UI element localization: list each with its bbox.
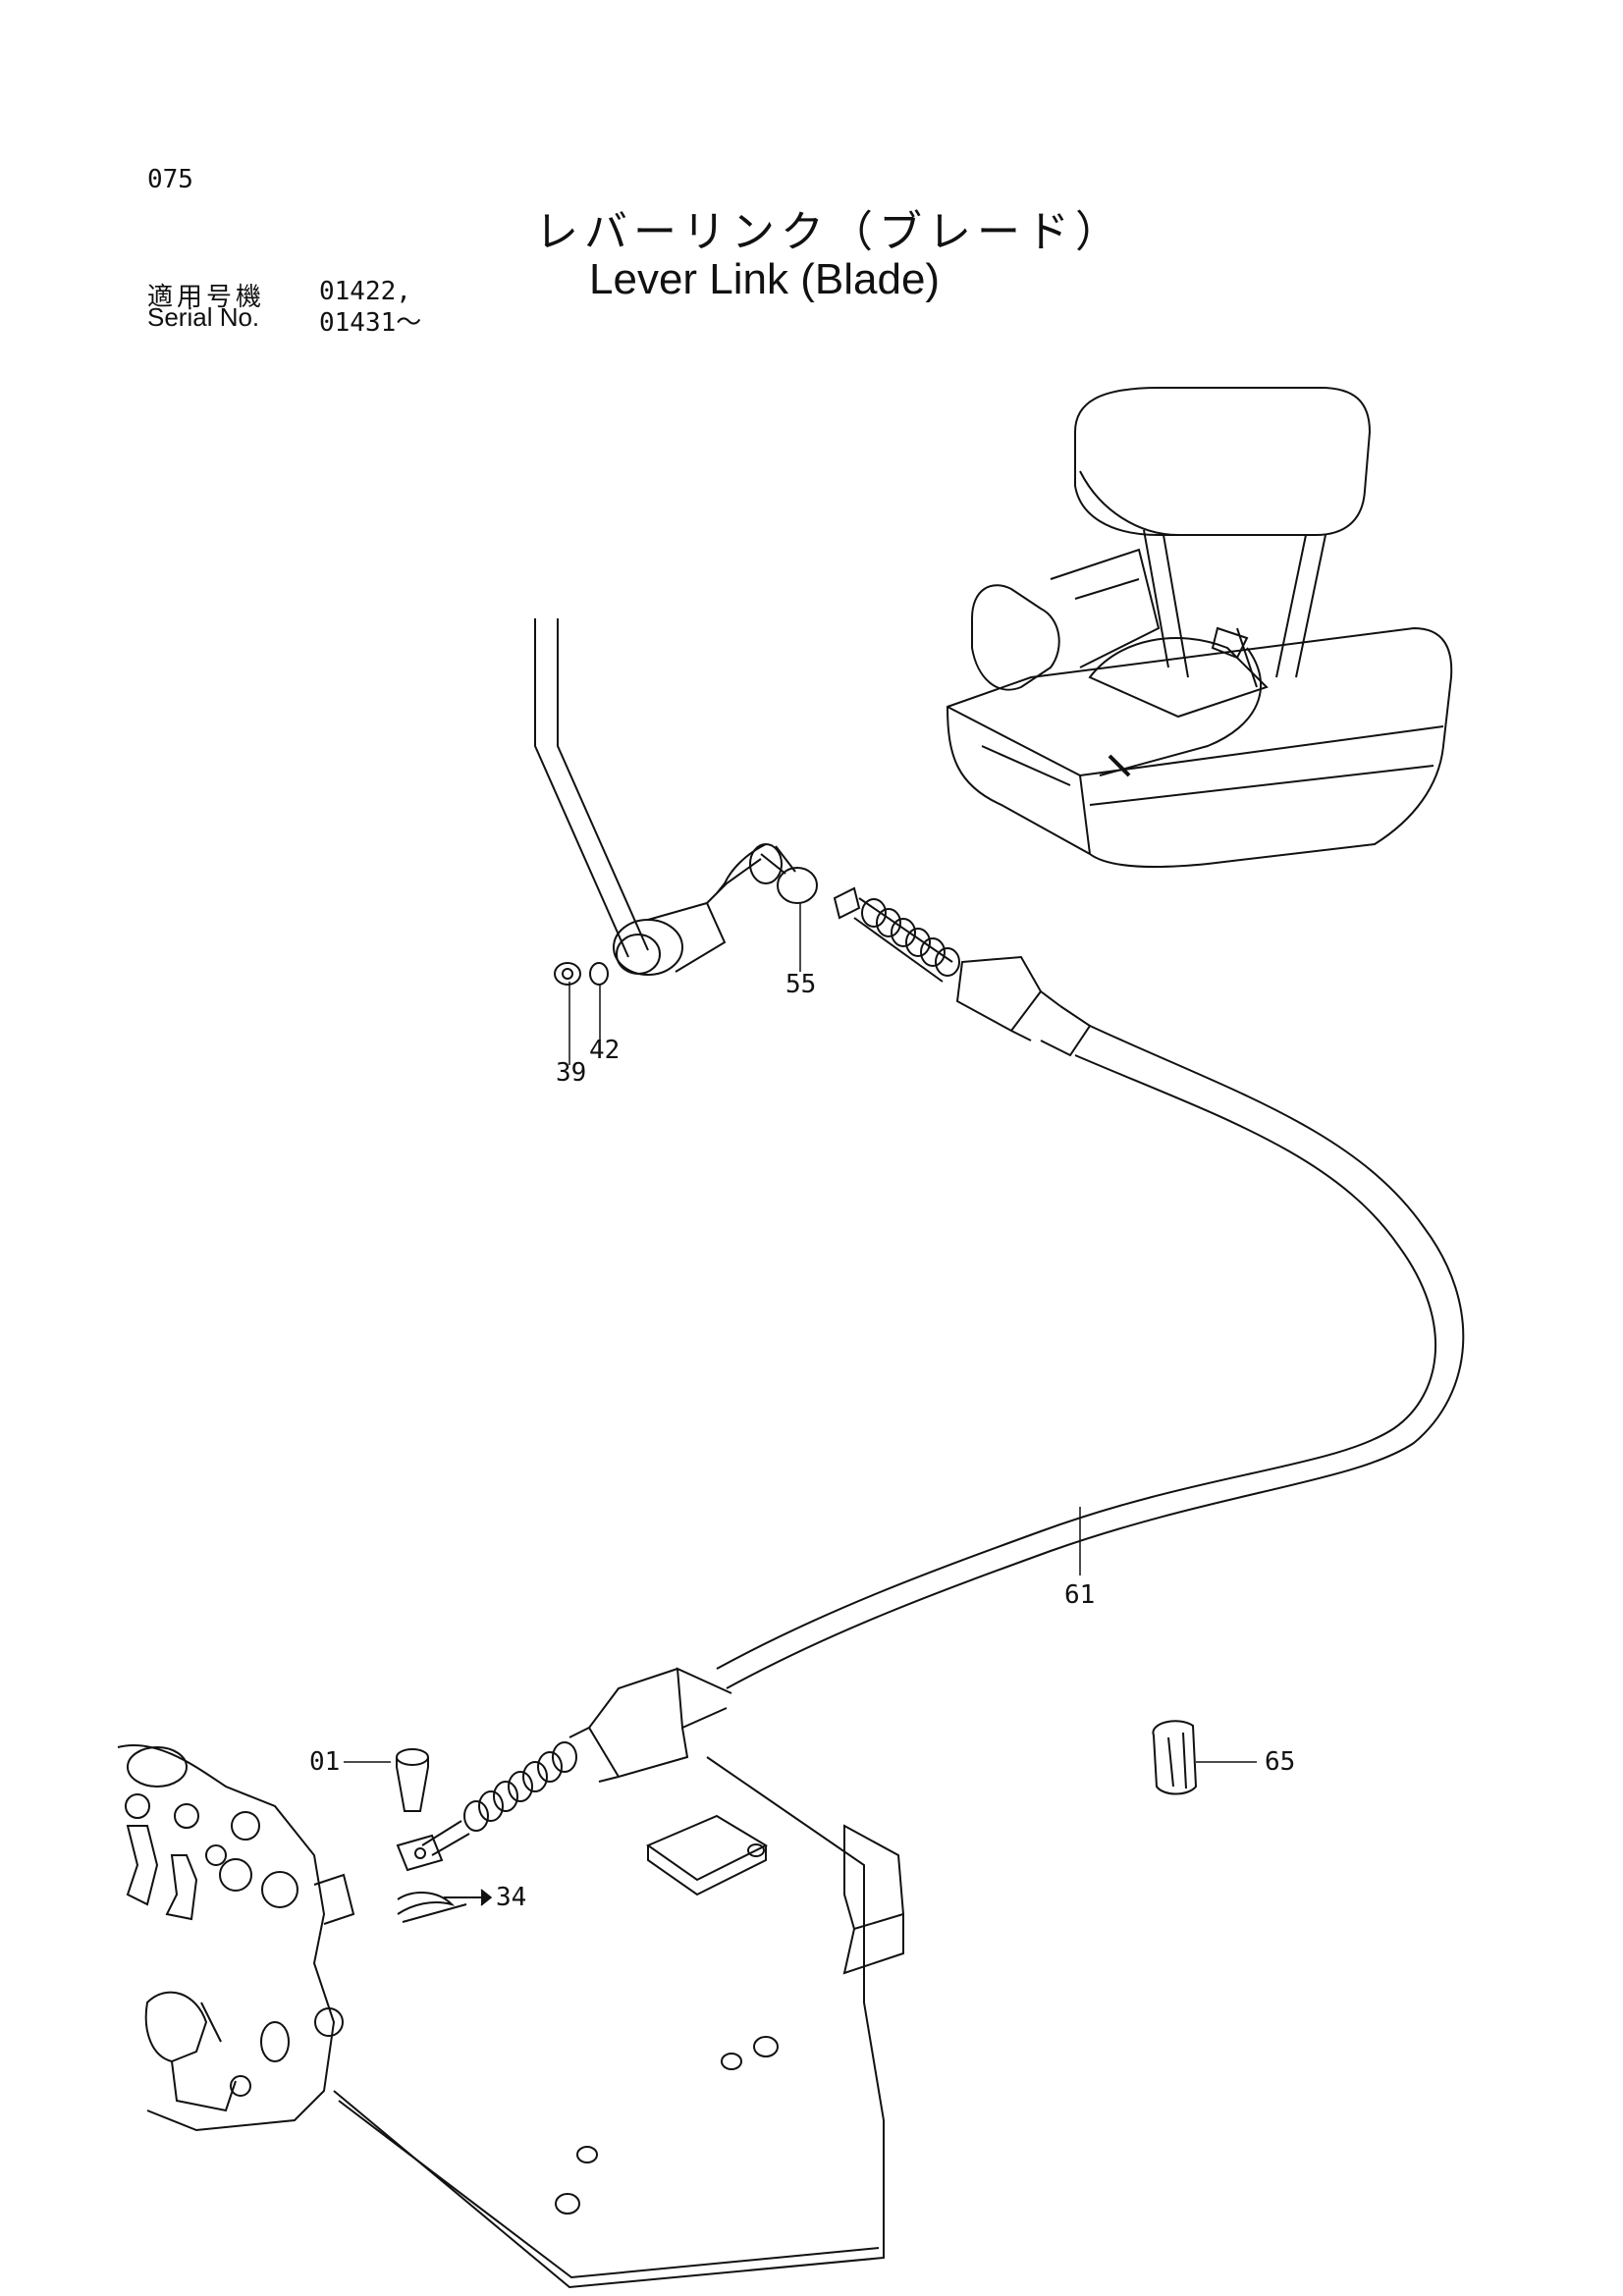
- callout-55: 55: [785, 970, 817, 999]
- callout-01: 01: [309, 1747, 341, 1777]
- cable-lower-end: [398, 1669, 731, 1870]
- lever-rod-assembly: [535, 618, 817, 985]
- clamp-65: [1153, 1721, 1196, 1793]
- cable-61: [717, 1026, 1463, 1688]
- callout-61: 61: [1064, 1580, 1096, 1610]
- cable-upper-end: [835, 888, 1090, 1055]
- pin-and-clip: [397, 1749, 466, 1922]
- callout-39: 39: [556, 1058, 587, 1088]
- leader-lines: [344, 903, 1257, 1905]
- serial-value-2: 01431～: [319, 308, 422, 338]
- serial-value-1: 01422,: [319, 277, 411, 306]
- callout-65: 65: [1265, 1747, 1296, 1777]
- title-japanese: レバーリンク（ブレード）: [535, 207, 1124, 257]
- title-english: Lever Link (Blade): [589, 255, 941, 303]
- machine-overview: [947, 388, 1451, 867]
- serial-label-japanese: 適用号機: [147, 283, 266, 312]
- control-valve: [118, 1745, 353, 2130]
- callout-42: 42: [589, 1036, 621, 1065]
- callout-34: 34: [496, 1883, 527, 1912]
- serial-label-english: Serial No.: [147, 302, 260, 332]
- floor-plate: [334, 1757, 903, 2287]
- page-number: 075: [147, 165, 193, 194]
